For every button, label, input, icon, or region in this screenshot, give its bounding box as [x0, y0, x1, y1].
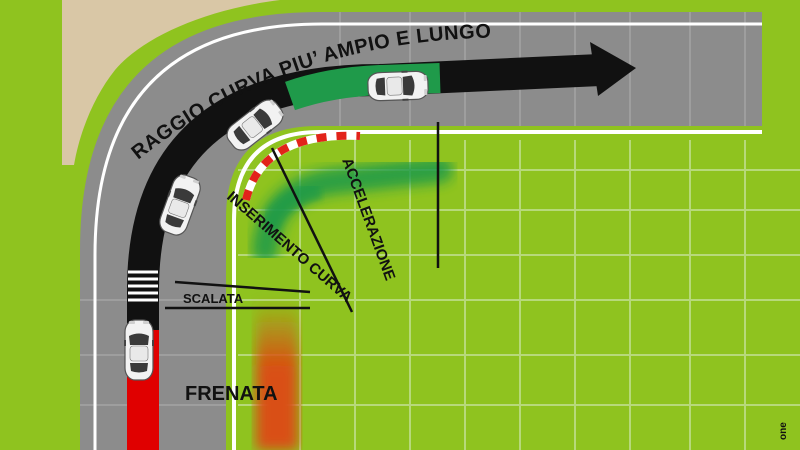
car-top-view-icon [123, 319, 155, 381]
braking-zone [256, 300, 298, 450]
label-braking: FRENATA [185, 383, 278, 405]
outer-grass-strip [0, 0, 62, 450]
outer-edge-line [93, 22, 762, 450]
sand-trap [62, 0, 280, 165]
annotation-lines [165, 122, 440, 313]
downshift-ticks [128, 270, 158, 302]
label-downshift: SCALATA [183, 291, 244, 306]
edge-text-fragment: one [778, 422, 789, 440]
arrow-right-icon [590, 42, 636, 96]
car-top-view-icon [366, 69, 430, 103]
inner-edge-line [232, 130, 762, 450]
arrow-shaft [560, 58, 600, 82]
